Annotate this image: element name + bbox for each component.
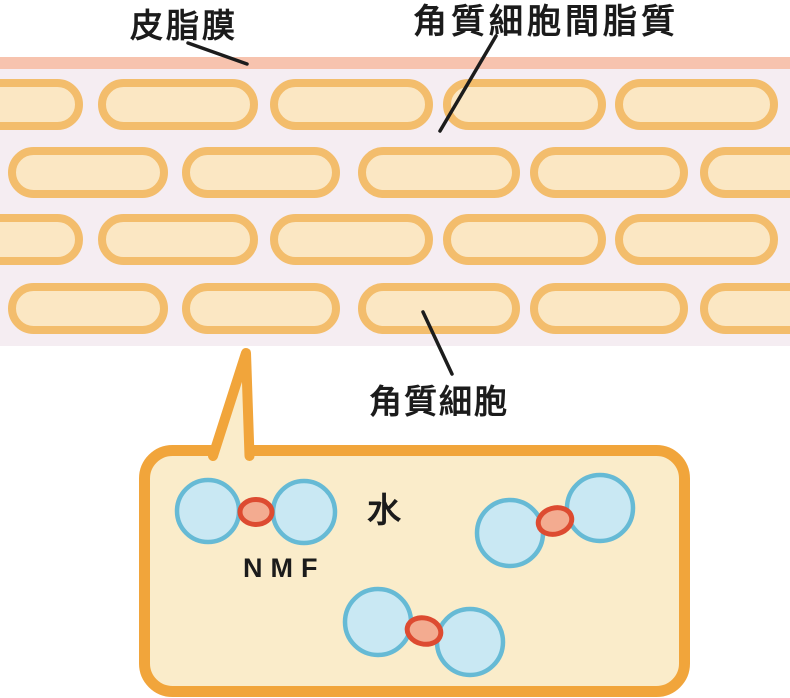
nmf-molecule [237,497,275,527]
corneocyte-cell [358,283,520,334]
corneocyte-label: 角質細胞 [369,383,509,420]
corneocyte-cell [530,147,688,198]
corneocyte-cell [530,283,688,334]
corneocyte-cell [8,283,168,334]
water-molecule [564,472,636,544]
corneocyte-cell [700,147,790,198]
corneocyte-cell [700,283,790,334]
water-label: 水 [367,492,401,530]
nmf-molecule [535,505,575,537]
water-molecule [434,606,506,678]
corneocyte-cell [443,214,606,265]
corneocyte-cell [8,147,168,198]
corneocyte-cell [0,214,83,265]
water-molecule [474,497,546,569]
water-molecule [174,477,242,545]
corneocyte-cell [270,214,433,265]
nmf-label: NMF [243,553,326,583]
corneocyte-cell [615,214,778,265]
corneocyte-cell [98,79,258,130]
corneocyte-cell [615,79,778,130]
corneocyte-cell [270,79,433,130]
corneocyte-cell [443,79,606,130]
sebum-film-bar [0,57,790,69]
water-molecule [342,586,414,658]
nmf-molecule [404,615,444,647]
corneocyte-cell [182,147,340,198]
magnified-corneocyte-box [139,445,690,697]
corneocyte-cell [98,214,258,265]
magnified-box-tail [208,348,255,461]
sebum-film-label: 皮脂膜 [130,7,238,44]
corneocyte-cell [182,283,340,334]
corneocyte-cell [0,79,83,130]
water-molecule [270,478,338,546]
corneocyte-cell [358,147,520,198]
intercellular-lipid-label: 角質細胞間脂質 [413,3,679,41]
